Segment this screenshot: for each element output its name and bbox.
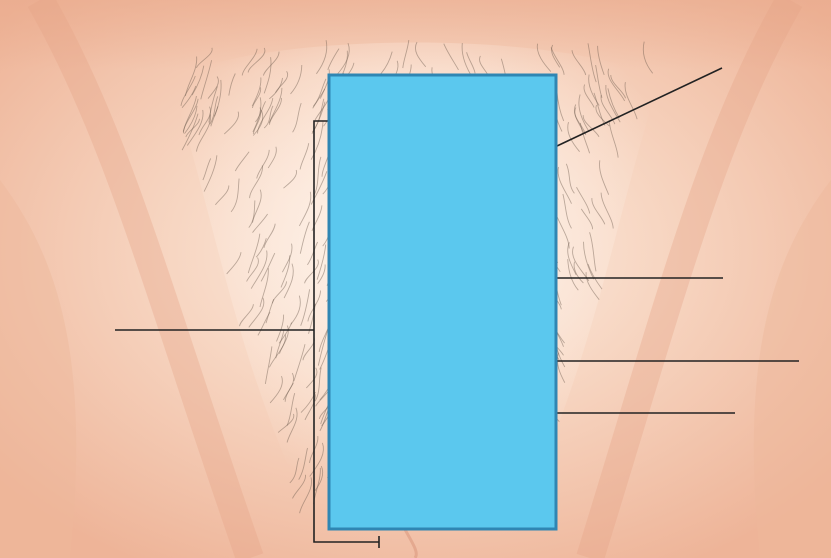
label-cover-box — [329, 75, 556, 529]
